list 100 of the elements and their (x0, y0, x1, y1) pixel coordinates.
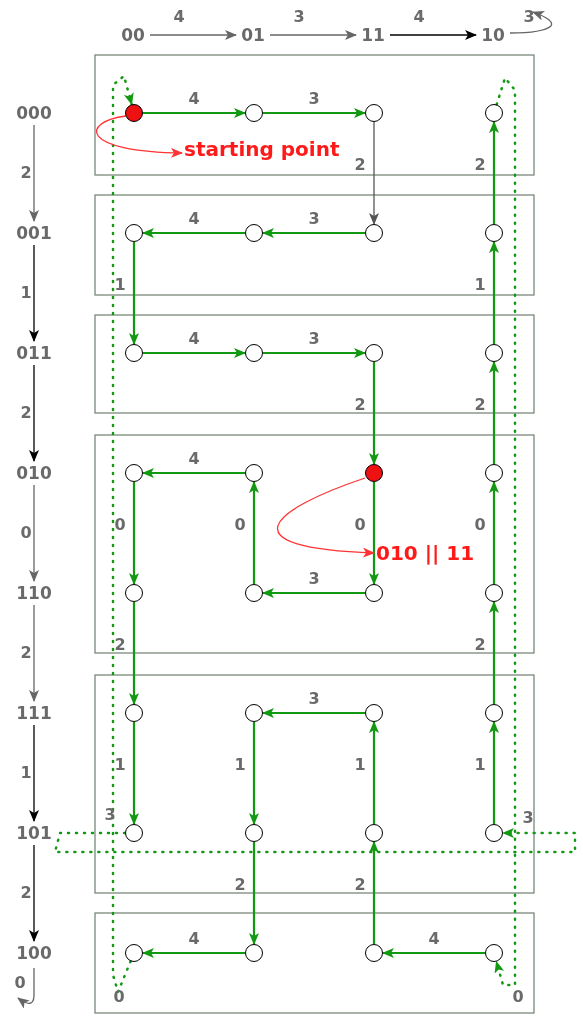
arrow (369, 721, 379, 824)
arrow (489, 601, 499, 704)
highlighted-vertex (125, 104, 143, 122)
arrow (262, 708, 365, 718)
arrow (143, 108, 246, 118)
arrow (369, 841, 379, 944)
edge-label: 3 (523, 8, 535, 26)
arrow (129, 722, 139, 825)
arrow (29, 124, 39, 222)
arrow (142, 948, 245, 958)
edge-label: 2 (474, 636, 486, 654)
column-label: 11 (358, 25, 388, 45)
edge-label: 4 (173, 8, 185, 26)
arrow (369, 362, 379, 465)
arrow (249, 722, 259, 825)
edge-label: 1 (114, 276, 126, 294)
edge-label: 3 (308, 90, 320, 108)
row-label: 001 (14, 223, 54, 243)
edge-label: 4 (188, 90, 200, 108)
leader-arrow (95, 115, 183, 158)
leader-arrow (277, 477, 375, 558)
weight-number: 3 (522, 809, 534, 827)
arrow (489, 121, 499, 224)
edge-label: 4 (428, 930, 440, 948)
callout-text: starting point (184, 137, 356, 161)
arrow (369, 482, 379, 585)
edge-label: 2 (20, 404, 32, 422)
edge-label: 1 (474, 276, 486, 294)
edge-label: 2 (20, 644, 32, 662)
edge-label: 3 (308, 690, 320, 708)
arrow (142, 468, 245, 478)
arrow (129, 602, 139, 705)
edge-label: 1 (354, 756, 366, 774)
edge-label: 2 (20, 884, 32, 902)
wrap-arrow (53, 828, 577, 854)
edge-label: 1 (234, 756, 246, 774)
arrow (29, 604, 39, 702)
column-label: 10 (478, 25, 508, 45)
edge-label: 1 (474, 756, 486, 774)
row-label: 000 (14, 103, 54, 123)
arrow (29, 724, 39, 822)
row-label: 110 (14, 583, 54, 603)
edge-label: 3 (308, 330, 320, 348)
edge-label: 2 (114, 636, 126, 654)
arrow (249, 842, 259, 945)
edge-label: 4 (413, 8, 425, 26)
edge-label: 2 (20, 164, 32, 182)
edge-label: 4 (188, 930, 200, 948)
column-label: 00 (118, 25, 148, 45)
arrow (29, 844, 39, 942)
edge-label: 1 (20, 764, 32, 782)
row-label: 100 (14, 943, 54, 963)
edge-label: 0 (113, 988, 125, 1006)
arrow (263, 348, 366, 358)
edge-label: 3 (308, 210, 320, 228)
arrow (489, 241, 499, 344)
arrow (489, 721, 499, 824)
edge-label: 0 (114, 516, 126, 534)
arrow (509, 11, 553, 34)
row-label: 010 (14, 463, 54, 483)
edge-label: 3 (293, 8, 305, 26)
arrow (249, 481, 259, 584)
arrow (389, 30, 477, 40)
arrow (142, 228, 245, 238)
edge-label: 2 (234, 876, 246, 894)
edge-label: 0 (512, 988, 524, 1006)
edge-label: 0 (474, 516, 486, 534)
arrow (129, 482, 139, 585)
arrow (29, 244, 39, 342)
arrow (149, 30, 237, 40)
edge-label: 1 (114, 756, 126, 774)
column-label: 01 (238, 25, 268, 45)
arrow (29, 484, 39, 582)
highlighted-vertex (365, 464, 383, 482)
edge-label: 4 (188, 450, 200, 468)
arrow (489, 481, 499, 584)
edge-label: 0 (20, 524, 32, 542)
arrow (129, 242, 139, 345)
arrow (382, 948, 485, 958)
edge-label: 2 (354, 396, 366, 414)
edge-label: 2 (354, 876, 366, 894)
edge-label: 2 (474, 396, 486, 414)
arrow (263, 108, 366, 118)
edge-label: 4 (188, 330, 200, 348)
edge-label: 1 (20, 284, 32, 302)
row-label: 111 (14, 703, 54, 723)
arrow (369, 121, 379, 225)
edge-label: 3 (104, 806, 116, 824)
arrow (143, 348, 246, 358)
arrow (17, 967, 35, 1009)
edge-label: 0 (234, 516, 246, 534)
arrow (262, 228, 365, 238)
arrow (269, 30, 357, 40)
callout-text: 010 || 11 (376, 541, 488, 565)
edge-label: 2 (474, 156, 486, 174)
edge-label: 2 (354, 156, 366, 174)
row-label: 011 (14, 343, 54, 363)
arrow (29, 364, 39, 462)
edge-label: 4 (188, 210, 200, 228)
row-label: 101 (14, 823, 54, 843)
